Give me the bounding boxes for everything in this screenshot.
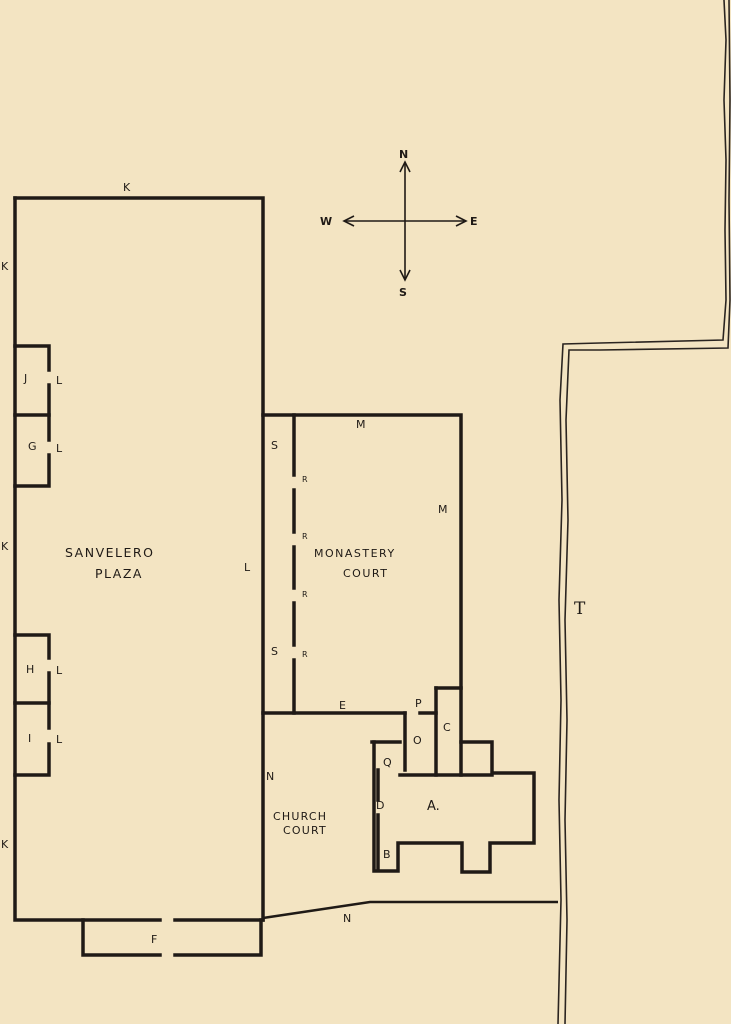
label-m-right: M [438, 503, 448, 516]
church-court-label-2: COURT [283, 824, 327, 837]
plaza-label-2: PLAZA [95, 566, 143, 581]
plaza-label-1: SANVELERO [65, 545, 154, 560]
label-a: A. [427, 799, 440, 814]
label-n-2: N [343, 912, 351, 925]
label-r-3: R [302, 590, 308, 599]
label-s-2: S [271, 645, 278, 658]
label-c: C [443, 721, 451, 734]
compass-n: N [399, 148, 408, 161]
label-k-left-2: K [1, 540, 9, 553]
label-r-2: R [302, 532, 308, 541]
label-l-1: L [56, 374, 63, 387]
label-i: I [28, 732, 31, 745]
west-arrow-icon [342, 215, 355, 227]
label-l-2: L [56, 442, 63, 455]
label-k-top: K [123, 181, 131, 194]
label-r-4: R [302, 650, 308, 659]
label-q: Q [383, 756, 392, 769]
label-o: O [413, 734, 422, 747]
label-j: J [23, 372, 27, 385]
label-k-left-1: K [1, 260, 9, 273]
label-b: B [383, 848, 391, 861]
compass-e: E [470, 215, 478, 228]
label-l-4: L [56, 733, 63, 746]
label-e: E [339, 699, 346, 712]
monastery-label-2: COURT [343, 567, 388, 580]
label-n-1: N [266, 770, 274, 783]
church-walls [370, 686, 536, 874]
label-p: P [415, 697, 422, 710]
label-f: F [151, 933, 157, 946]
compass-rose [342, 160, 468, 282]
label-s-1: S [271, 439, 278, 452]
monastery-label-1: MONASTERY [314, 547, 396, 560]
label-d: D [376, 799, 384, 812]
label-k-left-3: K [1, 838, 9, 851]
label-m-top: M [356, 418, 366, 431]
n-road-wall [262, 900, 558, 920]
east-arrow-icon [455, 215, 468, 227]
road-boundary-outer [557, 0, 727, 1024]
church-court-label-1: CHURCH [273, 810, 327, 823]
monastery-court-walls [261, 413, 463, 715]
north-arrow-icon [399, 160, 411, 173]
label-l-3: L [56, 664, 63, 677]
rooms-j-g [13, 344, 51, 488]
label-l-center: L [244, 561, 251, 574]
rooms-h-i [13, 633, 51, 777]
plaza-walls [13, 196, 265, 957]
road-boundary-inner [564, 0, 731, 1024]
label-h: H [26, 663, 34, 676]
south-arrow-icon [399, 269, 411, 282]
label-r-1: R [302, 475, 308, 484]
compass-s: S [399, 286, 407, 299]
compass-w: W [320, 215, 332, 228]
label-g: G [28, 440, 37, 453]
label-t: T [574, 599, 586, 619]
